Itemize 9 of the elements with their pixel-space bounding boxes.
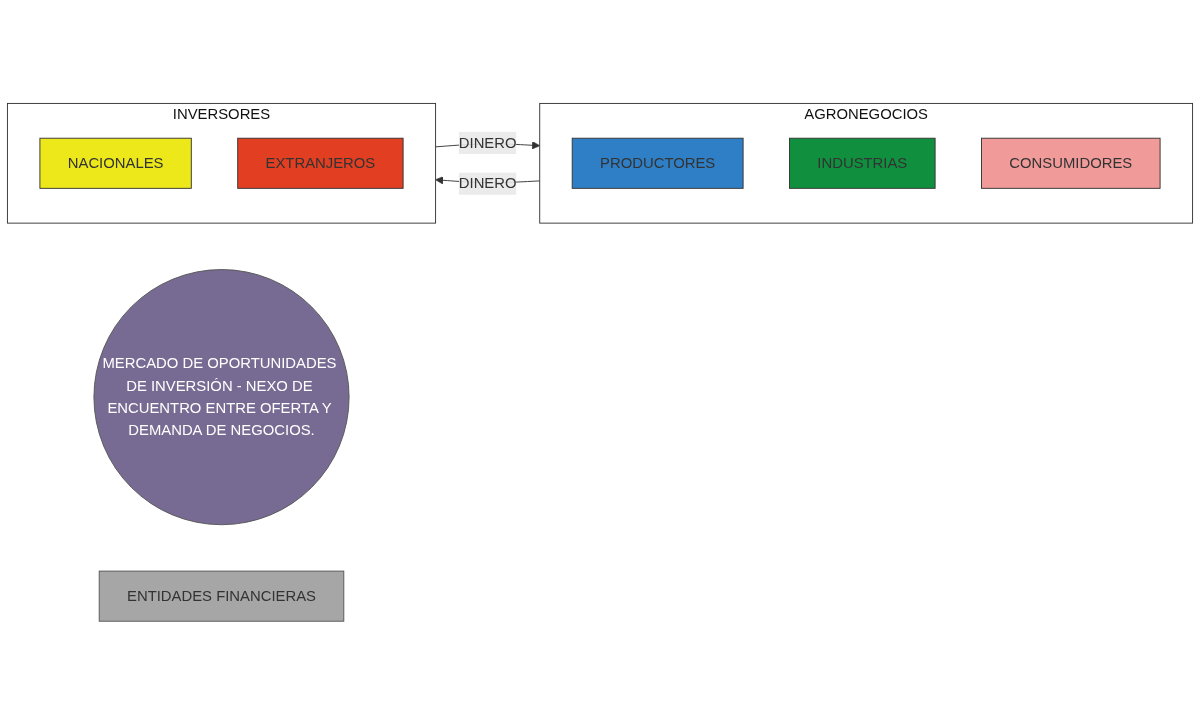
node-box: CONSUMIDORES xyxy=(981,137,1161,189)
node-box: PRODUCTORES xyxy=(571,137,744,189)
edge-label: DINERO xyxy=(458,134,517,151)
node-circle: MERCADO DE OPORTUNIDADES DE INVERSIÓN - NEXO DE ENCUENTRO ENTRE OFERTA Y DEMANDA DE NEGOCIOS. xyxy=(93,269,350,526)
node-box: INDUSTRIAS xyxy=(789,137,936,189)
node-box: ENTIDADES FINANCIERAS xyxy=(98,570,345,622)
node-box: NACIONALES xyxy=(39,137,192,189)
edge-label: DINERO xyxy=(458,175,517,192)
node-box: EXTRANJEROS xyxy=(237,137,404,189)
